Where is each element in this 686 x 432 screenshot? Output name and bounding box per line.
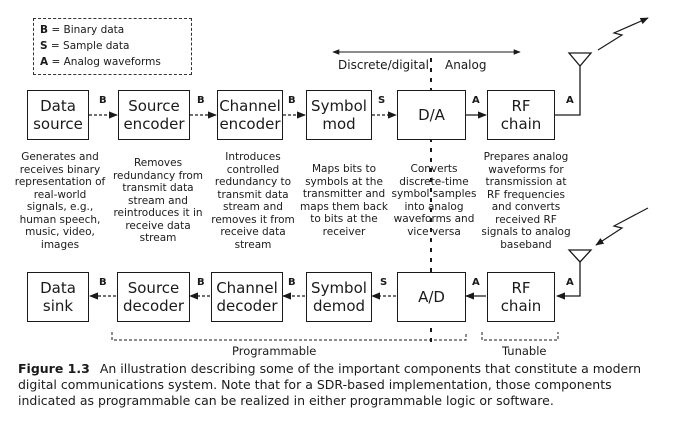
top-link-label-2: B	[197, 95, 205, 106]
bottom-link-antenna	[556, 262, 581, 300]
tunable-brace	[481, 332, 559, 341]
source-coding-description: Removes redundancy from transmit data st…	[112, 157, 204, 244]
conversion-description: Converts discrete-time symbol samples in…	[391, 163, 477, 238]
programmable-label: Programmable	[232, 344, 317, 358]
top-link-label-1: B	[99, 95, 107, 106]
discrete-digital-label: Discrete/digital	[338, 58, 429, 72]
top-link-label-4: S	[378, 95, 386, 106]
transmit-antenna-icon	[567, 17, 649, 68]
receive-antenna-icon	[567, 207, 649, 263]
source-encoder-block: Source encoder	[118, 90, 190, 140]
symbol-mapping-description: Maps bits to symbols at the transmitter …	[300, 163, 388, 238]
bottom-link-label-2: B	[197, 277, 205, 288]
data-source-description: Generates and receives binary representa…	[14, 151, 106, 251]
d-a-block: D/A	[397, 90, 466, 140]
rf-chain-rx-block: RF chain	[487, 272, 555, 322]
rf-chain-tx-block: RF chain	[487, 90, 555, 140]
analog-label: Analog	[445, 58, 487, 72]
symbol-mod-block: Symbol mod	[306, 90, 372, 140]
bottom-link-label-3: B	[288, 277, 296, 288]
top-link-label-5: A	[472, 95, 480, 106]
programmable-brace	[111, 332, 467, 341]
symbol-demod-block: Symbol demod	[306, 272, 372, 322]
data-source-block: Data source	[27, 90, 89, 140]
legend: B = Binary data S = Sample data A = Anal…	[33, 18, 192, 75]
rf-chain-description: Prepares analog waveforms for transmissi…	[481, 151, 571, 251]
channel-coding-description: Introduces controlled redundancy to tran…	[211, 151, 295, 251]
a-d-block: A/D	[397, 272, 466, 322]
bottom-link-label-1: B	[99, 277, 107, 288]
figure-number: Figure 1.3	[18, 361, 90, 376]
channel-encoder-block: Channel encoder	[217, 90, 283, 140]
source-decoder-block: Source decoder	[117, 272, 190, 322]
channel-decoder-block: Channel decoder	[211, 272, 283, 322]
top-link-label-6: A	[566, 95, 574, 106]
legend-item-sample: S = Sample data	[40, 40, 130, 52]
bottom-link-label-6: A	[566, 277, 574, 288]
bottom-link-label-4: S	[380, 277, 388, 288]
top-link-antenna	[555, 66, 581, 116]
caption-text: An illustration describing some of the i…	[18, 361, 642, 408]
top-link-label-3: B	[288, 95, 296, 106]
data-sink-block: Data sink	[27, 272, 89, 322]
legend-item-analog: A = Analog waveforms	[40, 56, 161, 68]
bottom-link-label-5: A	[472, 277, 480, 288]
legend-item-binary: B = Binary data	[40, 24, 125, 36]
tunable-label: Tunable	[502, 344, 547, 358]
